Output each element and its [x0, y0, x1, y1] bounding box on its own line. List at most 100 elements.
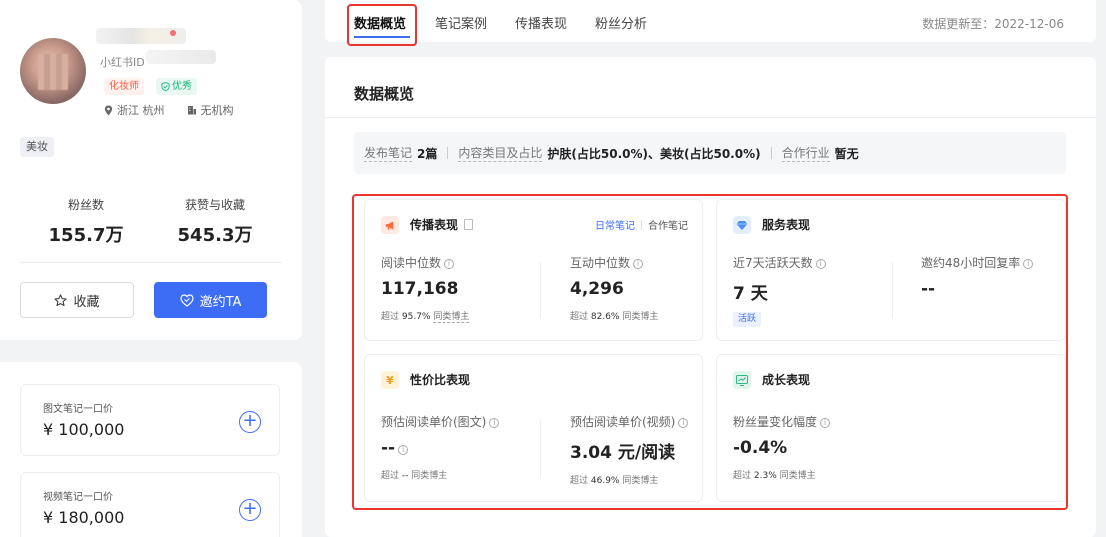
metric-label: 预估阅读单价(图文) [381, 415, 487, 429]
panel-title: 成长表现 [762, 373, 811, 387]
metric-label: 邀约48小时回复率 [921, 256, 1021, 270]
star-outline-icon [54, 293, 68, 306]
panel-title: 性价比表现 [410, 373, 471, 387]
metric-value: 117,168 [381, 279, 459, 299]
summary-key: 内容类目及占比 [458, 146, 543, 162]
overview-card: 数据概览 发布笔记 2篇 内容类目及占比 护肤(占比50.0%)、美妆(占比50… [325, 57, 1096, 537]
metric-compare: 超过 82.6% 同类博主 [570, 312, 659, 322]
plus-circle-icon[interactable]: + [239, 499, 261, 521]
profile-card: 小红书ID 化妆师 优秀 浙江 杭州 无机构 美妆 粉丝数 155.7万 获赞与… [0, 0, 302, 340]
tab-highlight-frame [347, 4, 417, 46]
metric-value: 7 天 [733, 284, 768, 304]
metric-label: 近7天活跃天数 [733, 256, 813, 270]
metric-unit-price-video: 预估阅读单价(视频)i 3.04 元/阅读 超过 46.9% 同类博主 [570, 413, 689, 486]
metric-compare: 超过 2.3% 同类博主 [733, 471, 816, 481]
price-card: 图文笔记一口价 ¥ 100,000 + 视频笔记一口价 ¥ 180,000 + [0, 362, 302, 537]
name-dot [170, 30, 176, 36]
summary-bar: 发布笔记 2篇 内容类目及占比 护肤(占比50.0%)、美妆(占比50.0%) … [354, 132, 1066, 174]
info-icon[interactable]: i [633, 259, 644, 269]
invite-button[interactable]: 邀约TA [154, 282, 267, 318]
organization: 无机构 [200, 104, 234, 117]
stat-value: 545.3万 [177, 225, 253, 246]
info-icon[interactable]: i [678, 418, 689, 428]
mode-coop-note[interactable]: 合作笔记 [648, 221, 688, 232]
stat-value: 155.7万 [48, 225, 124, 246]
category-tag: 美妆 [20, 137, 54, 157]
active-tab-indicator [354, 36, 410, 38]
plus-circle-icon[interactable]: + [239, 411, 261, 433]
info-icon[interactable]: i [398, 445, 409, 455]
favorite-button[interactable]: 收藏 [20, 282, 134, 318]
info-icon[interactable]: i [820, 418, 831, 428]
yen-icon: ¥ [381, 371, 399, 389]
info-icon[interactable]: i [1023, 259, 1034, 269]
blurred-id [146, 50, 216, 64]
info-icon[interactable]: i [444, 259, 455, 269]
status-badge: 活跃 [733, 312, 762, 327]
note-mode-switch: 日常笔记 合作笔记 [595, 217, 688, 232]
price-label: 图文笔记一口价 [43, 404, 113, 415]
price-value: ¥ 100,000 [43, 420, 125, 439]
metric-label: 互动中位数 [570, 256, 631, 270]
metric-label: 阅读中位数 [381, 256, 442, 270]
metric-value: -0.4% [733, 438, 788, 458]
tab-note-cases[interactable]: 笔记案例 [435, 17, 488, 32]
tab-bar: 数据概览 笔记案例 传播表现 粉丝分析 数据更新至：2022-12-06 [325, 0, 1096, 42]
diamond-icon [733, 216, 751, 234]
divider [892, 262, 893, 318]
metric-compare: 超过 46.9% 同类博主 [570, 476, 659, 486]
platform-id: 小红书ID [100, 56, 145, 69]
price-item-video-note: 视频笔记一口价 ¥ 180,000 + [20, 472, 280, 537]
metric-value: 3.04 元/阅读 [570, 443, 676, 463]
megaphone-icon [381, 216, 399, 234]
update-date: 数据更新至：2022-12-06 [922, 17, 1064, 31]
summary-value: 暂无 [834, 146, 859, 161]
tab-fan-analysis[interactable]: 粉丝分析 [595, 17, 648, 32]
price-item-image-note: 图文笔记一口价 ¥ 100,000 + [20, 384, 280, 456]
stat-label: 获赞与收藏 [184, 198, 245, 212]
blurred-name [96, 28, 186, 44]
profile-meta: 浙江 杭州 无机构 [104, 102, 234, 118]
metric-compare: 超过 95.7% 同类博主 [381, 312, 470, 323]
invite-label: 邀约TA [199, 294, 242, 310]
price-label: 视频笔记一口价 [43, 492, 113, 503]
divider [540, 262, 541, 318]
summary-value: 2篇 [417, 146, 438, 161]
divider [540, 421, 541, 477]
mode-daily-note[interactable]: 日常笔记 [595, 221, 635, 232]
summary-key: 合作行业 [781, 146, 830, 162]
divider [20, 262, 282, 263]
panel-title: 传播表现 [410, 216, 474, 233]
doc-icon[interactable] [464, 219, 474, 230]
tab-spread-performance[interactable]: 传播表现 [515, 17, 568, 32]
stat-followers: 粉丝数 155.7万 [26, 196, 146, 247]
quality-tag: 优秀 [156, 78, 197, 95]
divider [325, 117, 1096, 118]
panel-value-performance: ¥ 性价比表现 预估阅读单价(图文)i --i 超过 -- 同类博主 预估阅读单… [364, 354, 703, 502]
trend-chart-icon [733, 371, 751, 389]
stat-label: 粉丝数 [67, 198, 104, 212]
metric-label: 预估阅读单价(视频) [570, 415, 676, 429]
metric-compare: 超过 -- 同类博主 [381, 471, 448, 481]
location-pin-icon [104, 105, 113, 115]
metric-unit-price-image: 预估阅读单价(图文)i --i 超过 -- 同类博主 [381, 413, 500, 481]
tab-data-overview[interactable]: 数据概览 [354, 17, 407, 32]
section-title: 数据概览 [354, 85, 415, 103]
quality-label: 优秀 [172, 81, 192, 92]
avatar[interactable] [20, 38, 86, 104]
building-icon [187, 106, 196, 115]
location: 浙江 杭州 [117, 104, 165, 117]
info-icon[interactable]: i [815, 259, 826, 269]
info-icon[interactable]: i [489, 418, 500, 428]
panel-title: 服务表现 [762, 218, 811, 232]
shield-check-icon [161, 82, 170, 91]
heart-icon [179, 293, 194, 307]
